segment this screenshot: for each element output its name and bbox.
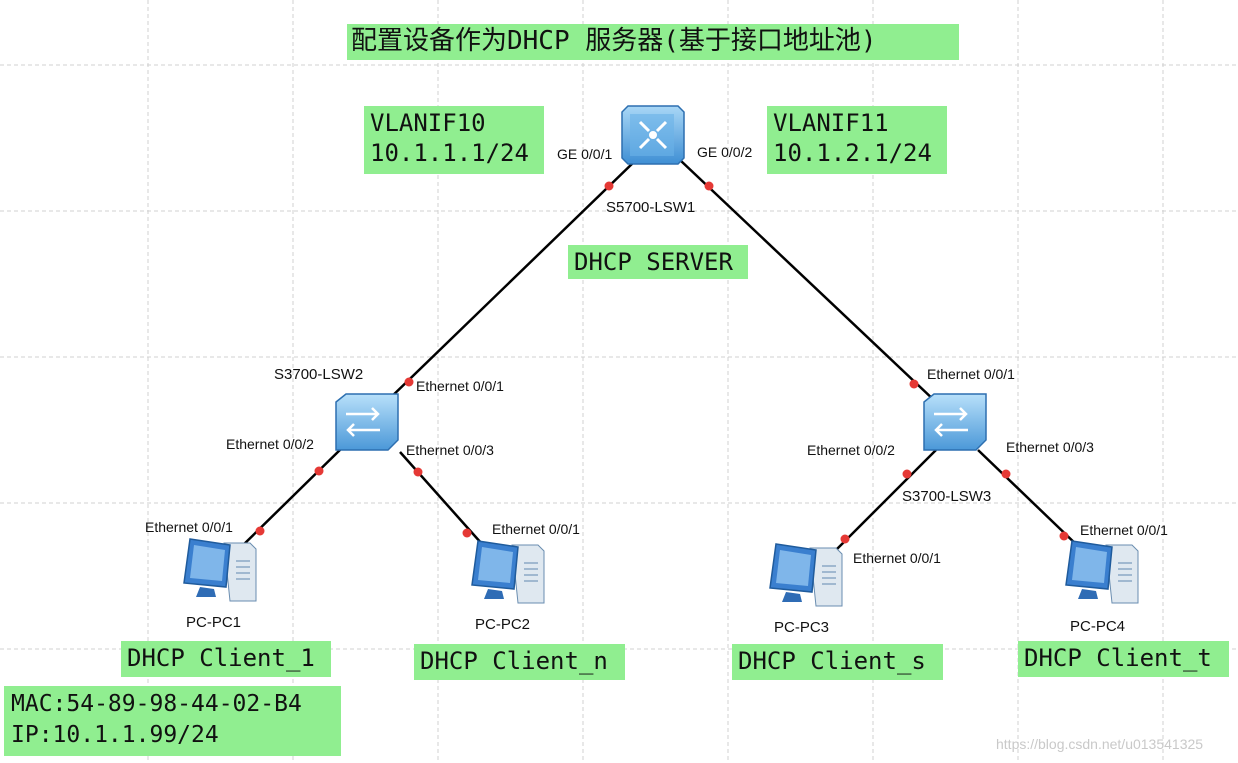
pc-icon[interactable] [180,535,260,607]
port-dot [604,181,614,191]
pc4-name: PC-PC4 [1070,618,1126,635]
pc2-role-label: DHCP Client_n [414,644,625,680]
vlanif-ip: 10.1.2.1/24 [773,139,932,167]
vlanif-name: VLANIF11 [773,109,889,137]
pc4-role-label: DHCP Client_t [1018,641,1229,677]
switch-lsw3-port-left: Ethernet 0/0/2 [807,442,895,458]
port-dot [255,526,265,536]
port-dot [314,466,324,476]
pc1-name: PC-PC1 [186,614,242,631]
diagram-title: 配置设备作为DHCP 服务器(基于接口地址池) [347,24,959,60]
pc1-port: Ethernet 0/0/1 [145,519,233,535]
client-ip: IP:10.1.1.99/24 [11,722,219,748]
server-role-label: DHCP SERVER [568,245,748,279]
pc3-role-label: DHCP Client_s [732,644,943,680]
pc3-port: Ethernet 0/0/1 [853,550,941,566]
pc2-name: PC-PC2 [475,616,531,633]
access-switch-icon[interactable] [920,392,988,452]
port-dot [1059,531,1069,541]
pc2-port: Ethernet 0/0/1 [492,521,580,537]
port-dot [1001,469,1011,479]
server-port-right: GE 0/0/2 [697,144,753,160]
link-lsw3-pc3[interactable] [835,449,937,551]
switch-lsw2-name: S3700-LSW2 [274,366,364,383]
port-dot [840,534,850,544]
client-mac: MAC:54-89-98-44-02-B4 [11,691,302,717]
port-dot [704,181,714,191]
pc1-role-label: DHCP Client_1 [121,641,331,677]
access-switch-icon[interactable] [332,392,400,452]
port-dot [413,467,423,477]
server-device-name: S5700-LSW1 [606,199,696,216]
switch-lsw2-port-left: Ethernet 0/0/2 [226,436,314,452]
vlanif-ip: 10.1.1.1/24 [370,139,529,167]
link-lsw1-lsw3[interactable] [679,159,937,403]
switch-lsw3-name: S3700-LSW3 [902,488,992,505]
pc-icon[interactable] [468,537,548,609]
watermark: https://blog.csdn.net/u013541325 [996,736,1204,752]
switch-lsw3-uplink-port: Ethernet 0/0/1 [927,366,1015,382]
switch-lsw2-uplink-port: Ethernet 0/0/1 [416,378,504,394]
core-switch-icon[interactable] [620,104,686,166]
link-lsw2-pc2[interactable] [399,451,483,545]
switch-lsw3-port-right: Ethernet 0/0/3 [1006,439,1094,455]
link-lsw1-lsw2[interactable] [385,159,637,403]
pc-icon[interactable] [766,540,846,612]
port-dot [462,528,472,538]
port-dot [404,377,414,387]
pc-icon[interactable] [1062,537,1142,609]
port-dot [909,379,919,389]
switch-lsw2-port-right: Ethernet 0/0/3 [406,442,494,458]
pc3-name: PC-PC3 [774,619,830,636]
pc4-port: Ethernet 0/0/1 [1080,522,1168,538]
vlanif-name: VLANIF10 [370,109,486,137]
server-port-left: GE 0/0/1 [557,146,613,162]
port-dot [902,469,912,479]
